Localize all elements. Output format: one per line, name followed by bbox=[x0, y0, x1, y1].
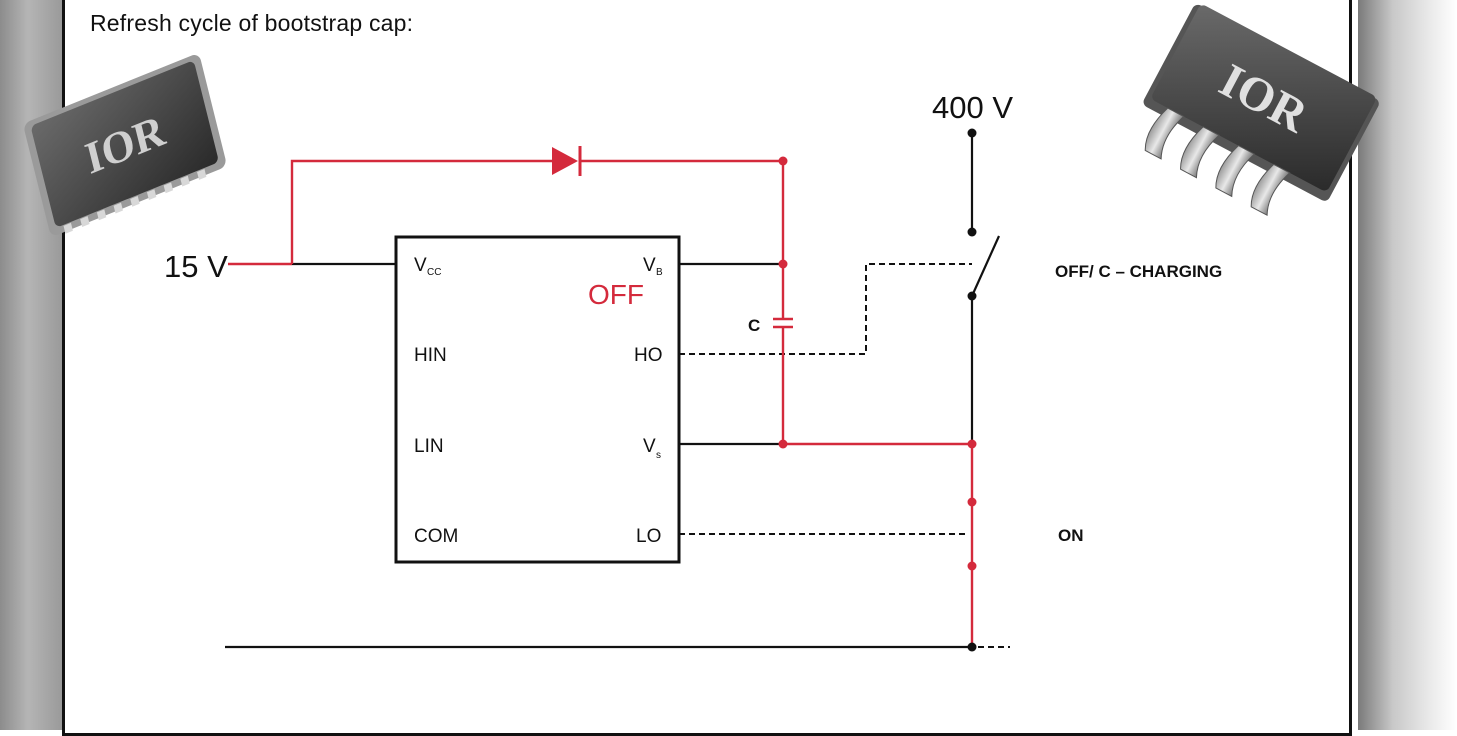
bootstrap-capacitor bbox=[773, 317, 793, 329]
pin-vb-subscript: B bbox=[656, 267, 663, 278]
qfn-chip-image: IOR bbox=[24, 55, 226, 235]
low-side-switch-label: ON bbox=[1058, 526, 1084, 545]
pin-ho: HO bbox=[634, 345, 663, 366]
pin-lin: LIN bbox=[414, 436, 444, 457]
slide-panel bbox=[62, 0, 1352, 736]
bootstrap-path bbox=[228, 159, 974, 647]
capacitor-label: C bbox=[748, 316, 760, 335]
black-junction-dots bbox=[967, 128, 977, 652]
high-side-switch-label: OFF/ C – CHARGING bbox=[1055, 262, 1222, 281]
soic-chip-image: IOR bbox=[1143, 4, 1379, 217]
pin-lo: LO bbox=[636, 526, 661, 547]
pin-com: COM bbox=[414, 526, 458, 547]
pin-vs: V bbox=[643, 436, 656, 457]
pin-vs-subscript: s bbox=[656, 450, 661, 461]
source-voltage-label: 15 V bbox=[164, 249, 228, 284]
vcc-to-diode-wire bbox=[290, 159, 553, 264]
junction-dots bbox=[778, 156, 977, 571]
pin-vcc-subscript: CC bbox=[427, 267, 441, 278]
slide-caption: Refresh cycle of bootstrap cap: bbox=[90, 10, 414, 36]
driver-ic-box bbox=[394, 235, 681, 564]
hs-switch-blade bbox=[974, 236, 998, 240]
ic-state-label: OFF bbox=[588, 279, 644, 310]
ho-control-line bbox=[679, 263, 972, 355]
pin-vb: V bbox=[643, 255, 656, 276]
right-side-bar bbox=[1358, 0, 1457, 730]
hs-switch-blade bbox=[970, 235, 1001, 297]
pin-hin: HIN bbox=[414, 345, 447, 366]
pin-vcc: V bbox=[414, 255, 427, 276]
gate-control-lines bbox=[679, 263, 1010, 648]
black-wires bbox=[225, 133, 998, 649]
bootstrap-diode bbox=[552, 146, 582, 176]
high-voltage-label: 400 V bbox=[932, 90, 1013, 125]
